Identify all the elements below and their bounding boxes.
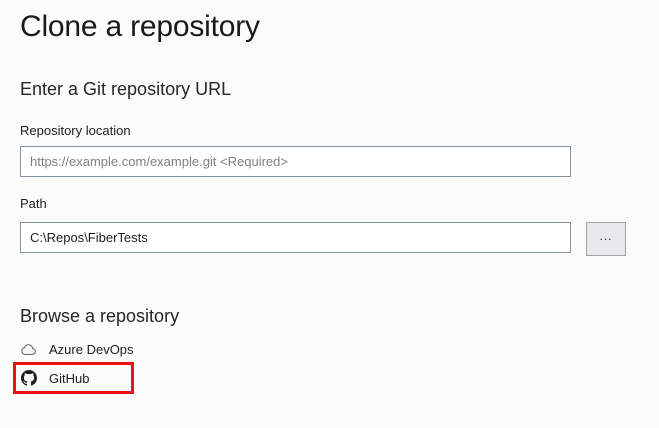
browse-item-github[interactable]: GitHub	[13, 362, 134, 394]
browse-item-label: GitHub	[49, 370, 90, 386]
repository-location-input[interactable]	[20, 146, 571, 177]
page-title: Clone a repository	[20, 10, 260, 43]
section-heading-url: Enter a Git repository URL	[20, 79, 232, 99]
azure-devops-cloud-icon	[20, 341, 37, 358]
browse-path-button[interactable]: ...	[586, 222, 626, 256]
path-input[interactable]	[20, 222, 571, 253]
path-label: Path	[20, 196, 47, 211]
section-heading-browse: Browse a repository	[20, 306, 180, 326]
browse-item-label: Azure DevOps	[49, 341, 134, 357]
browse-item-azure-devops[interactable]: Azure DevOps	[20, 340, 134, 358]
github-icon	[20, 370, 37, 387]
repository-location-label: Repository location	[20, 123, 131, 138]
